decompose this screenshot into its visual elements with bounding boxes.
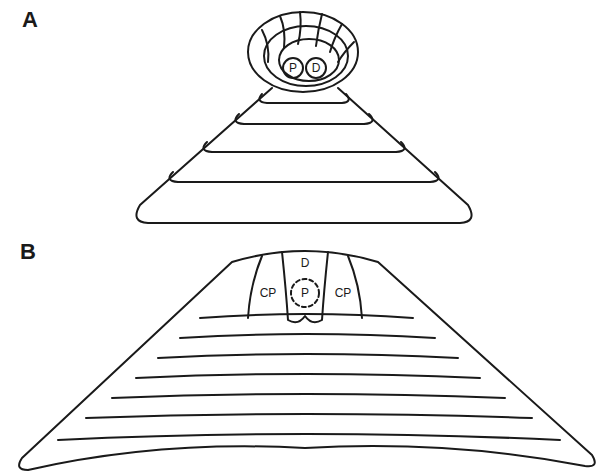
part-label: D — [301, 257, 310, 269]
part-label: CP — [335, 287, 352, 299]
growth-line — [136, 374, 480, 378]
apex-circle — [283, 58, 303, 78]
growth-line — [112, 394, 505, 398]
spiral-whorl — [279, 39, 339, 81]
shell-outline — [136, 88, 471, 223]
part-label: D — [312, 62, 321, 74]
spiral-rib — [262, 12, 354, 62]
part-label: CP — [260, 287, 277, 299]
growth-line — [203, 142, 404, 152]
plate-border — [282, 252, 328, 322]
growth-line — [259, 94, 348, 103]
growth-line — [58, 434, 560, 440]
apex-circle — [306, 58, 326, 78]
shell-outline — [19, 251, 595, 470]
growth-line — [86, 414, 532, 418]
part-label: P — [301, 287, 309, 299]
growth-line — [169, 172, 438, 182]
growth-line — [235, 114, 372, 124]
panel-letter: B — [20, 241, 36, 263]
part-label: P — [289, 62, 297, 74]
growth-line — [158, 354, 458, 358]
spiral-whorl — [248, 12, 358, 92]
panel-letter: A — [22, 9, 38, 31]
protoconch-circle — [291, 279, 319, 307]
growth-line — [180, 334, 435, 338]
